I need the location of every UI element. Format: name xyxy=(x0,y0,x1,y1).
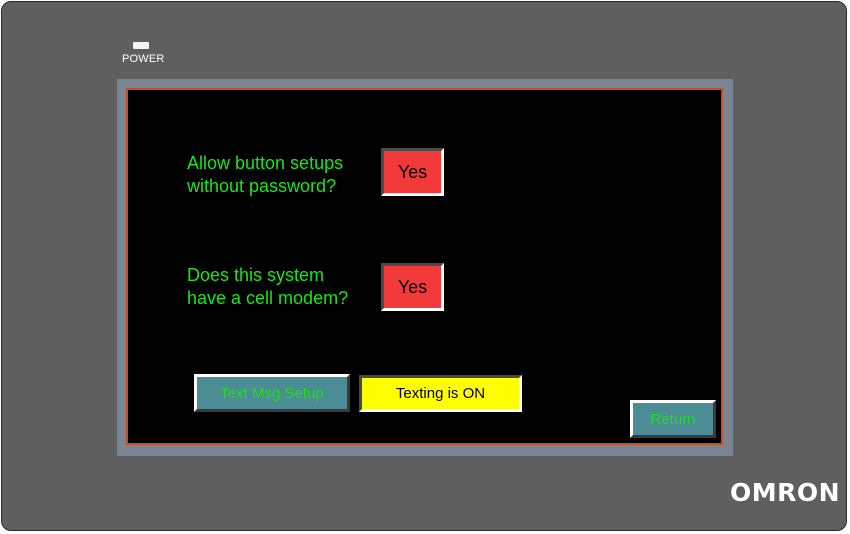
password-question-line1: Allow button setups xyxy=(187,153,344,173)
text-msg-setup-button[interactable]: Text Msg Setup xyxy=(194,374,350,412)
cell-modem-yes-button[interactable]: Yes xyxy=(381,263,444,311)
cell-modem-question-line2: have a cell modem? xyxy=(187,288,349,308)
password-question-line2: without password? xyxy=(187,176,337,196)
cell-modem-question-line1: Does this system xyxy=(187,265,325,285)
power-led-indicator xyxy=(133,42,149,49)
cell-modem-question: Does this system have a cell modem? xyxy=(187,264,348,310)
texting-status-indicator[interactable]: Texting is ON xyxy=(359,375,522,412)
power-label: POWER xyxy=(122,53,165,65)
password-question: Allow button setups without password? xyxy=(187,152,343,198)
omron-logo: OMRON xyxy=(730,478,841,507)
password-yes-button[interactable]: Yes xyxy=(381,148,444,196)
return-button[interactable]: Return xyxy=(630,400,716,438)
